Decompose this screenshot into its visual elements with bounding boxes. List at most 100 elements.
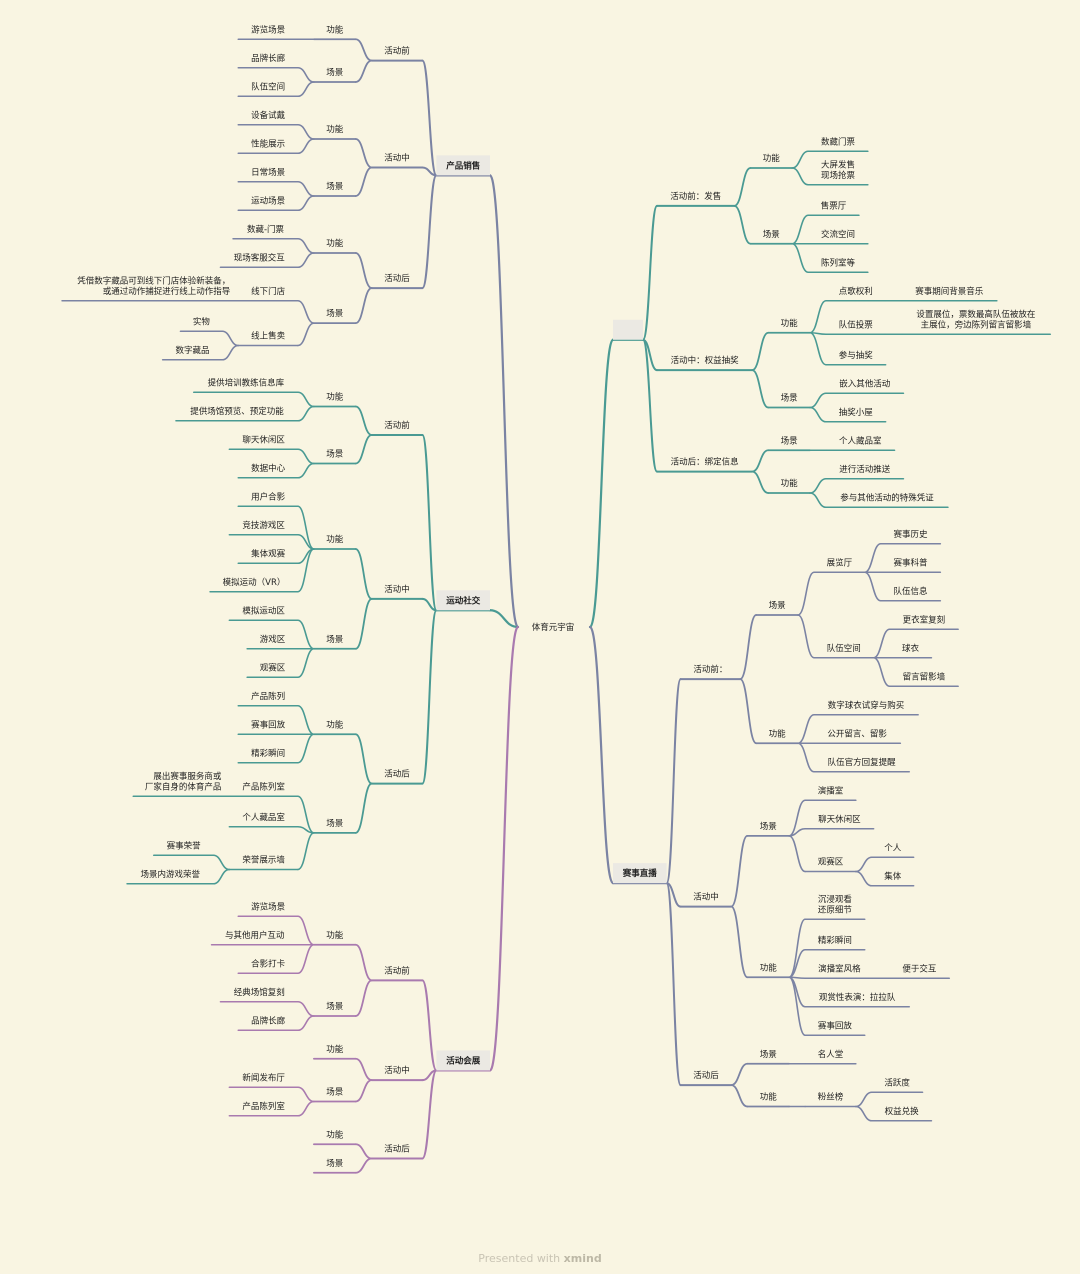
connector-line xyxy=(354,434,373,465)
connector-line xyxy=(354,405,373,436)
leaf-node: 抽奖小屋 xyxy=(839,407,874,418)
connector-line xyxy=(354,597,373,650)
connector-line xyxy=(791,150,809,169)
phase-node: 活动后 xyxy=(384,769,410,780)
group-node: 场景 xyxy=(326,68,343,78)
phase-node: 活动前 xyxy=(384,420,410,431)
leaf-node: 模拟运动（VR） xyxy=(223,577,286,588)
connector-line xyxy=(421,979,438,1072)
connector-line xyxy=(297,237,315,254)
phase-node: 活动中 xyxy=(384,584,410,595)
leaf-node: 数藏-门票 xyxy=(247,224,285,235)
leaf-node: 赛事期间背景音乐 xyxy=(915,286,984,297)
leaf-node: 活跃度 xyxy=(884,1077,910,1088)
connector-line xyxy=(488,174,520,629)
leaf-node: 队伍投票 xyxy=(839,319,874,330)
branch-label: 活动会展 xyxy=(446,1055,481,1066)
leaf-node: 提供培训教练信息库 xyxy=(208,377,285,388)
leaf-node: 设备试戴 xyxy=(251,110,286,121)
connector-line xyxy=(788,918,806,979)
leaf-node: 数藏门票 xyxy=(821,136,856,147)
leaf-node: 游览场景 xyxy=(251,901,285,912)
connector-line xyxy=(797,742,815,773)
connector-line xyxy=(297,647,315,679)
leaf-node: 游戏区 xyxy=(260,634,286,645)
connector-line xyxy=(212,868,231,885)
leaf-node: 提供场馆预览、预定功能 xyxy=(190,406,284,417)
group-node: 功能 xyxy=(326,534,344,545)
leaf-node: 数字藏品 xyxy=(175,345,209,356)
connector-line xyxy=(354,733,373,785)
leaf-node: 与其他用户互动 xyxy=(225,930,285,941)
group-node: 场景 xyxy=(326,1159,343,1169)
leaf-node: 荣誉展示墙 xyxy=(242,855,285,866)
branch-topic xyxy=(613,863,667,884)
connector-line xyxy=(809,299,827,334)
connector-line xyxy=(739,678,758,745)
connector-line xyxy=(642,204,658,341)
connector-line xyxy=(297,1000,315,1017)
connector-line xyxy=(751,470,770,494)
phase-node: 活动中 xyxy=(384,153,410,164)
note-node: 凭借数字藏品可到线下门店体验新装备，或通过动作捕捉进行线上动作指导 xyxy=(77,275,231,297)
branch-topic xyxy=(436,1050,490,1071)
group-node: 场景 xyxy=(763,230,780,240)
phase-node: 活动后 xyxy=(384,273,410,284)
leaf-node: 队伍信息 xyxy=(893,586,928,597)
leaf-node: 赛事回放 xyxy=(818,1020,853,1031)
leaf-node: 嵌入其他活动 xyxy=(839,378,891,389)
connector-line xyxy=(297,915,315,946)
connector-line xyxy=(791,214,809,245)
connector-line xyxy=(297,195,315,212)
leaf-node: 点歌权利 xyxy=(839,286,873,297)
connector-line xyxy=(488,609,520,629)
connector-line xyxy=(665,678,682,885)
group-node: 功能 xyxy=(326,24,344,35)
leaf-node: 运动场景 xyxy=(251,195,285,206)
connector-line xyxy=(297,138,315,155)
phase-node: 活动中 xyxy=(693,892,719,903)
group-node: 功能 xyxy=(326,1044,344,1055)
group-node: 场景 xyxy=(326,1002,343,1012)
leaf-node: 个人藏品室 xyxy=(839,435,882,446)
connector-line xyxy=(297,1015,315,1032)
leaf-node: 便于交互 xyxy=(902,963,937,974)
leaf-node: 大屏发售现场抢票 xyxy=(821,159,856,181)
leaf-node: 线上售卖 xyxy=(251,331,286,342)
leaf-node: 陈列室等 xyxy=(821,257,856,268)
group-node: 功能 xyxy=(326,1129,344,1140)
connector-line xyxy=(421,609,438,785)
connector-line xyxy=(872,628,891,659)
group-node: 功能 xyxy=(326,238,344,249)
leaf-node: 留言留影墙 xyxy=(903,671,946,682)
leaf-node: 数字球衣试穿与购买 xyxy=(828,700,905,711)
leaf-node: 经典场馆复刻 xyxy=(234,987,285,998)
leaf-node: 演播室 xyxy=(818,785,844,796)
phase-node: 活动后 xyxy=(384,1144,410,1155)
phase-node: 活动中：权益抽奖 xyxy=(671,355,740,366)
connector-line xyxy=(297,299,315,324)
group-node: 功能 xyxy=(781,318,799,329)
leaf-node: 队伍空间 xyxy=(827,643,861,654)
leaf-node: 模拟运动区 xyxy=(242,605,285,616)
connector-line xyxy=(354,1143,373,1160)
leaf-node: 赛事荣誉 xyxy=(167,840,202,851)
connector-line xyxy=(797,571,815,616)
leaf-node: 聊天休闲区 xyxy=(818,814,861,825)
leaf-node: 场景内游戏荣誉 xyxy=(140,869,200,880)
connector-line xyxy=(730,834,749,908)
phase-node: 活动前： xyxy=(693,664,727,675)
connector-line xyxy=(788,976,806,1037)
connector-line xyxy=(354,782,373,834)
leaf-node: 用户合影 xyxy=(251,491,286,502)
connector-line xyxy=(221,344,240,361)
group-node: 场景 xyxy=(326,450,343,460)
leaf-node: 精彩瞬间 xyxy=(818,935,852,946)
connector-line xyxy=(739,614,758,681)
leaf-node: 精彩瞬间 xyxy=(251,748,285,759)
phase-node: 活动前 xyxy=(384,46,410,57)
leaf-node: 权益兑换 xyxy=(885,1106,920,1117)
group-node: 功能 xyxy=(769,728,787,739)
connector-line xyxy=(421,166,438,177)
